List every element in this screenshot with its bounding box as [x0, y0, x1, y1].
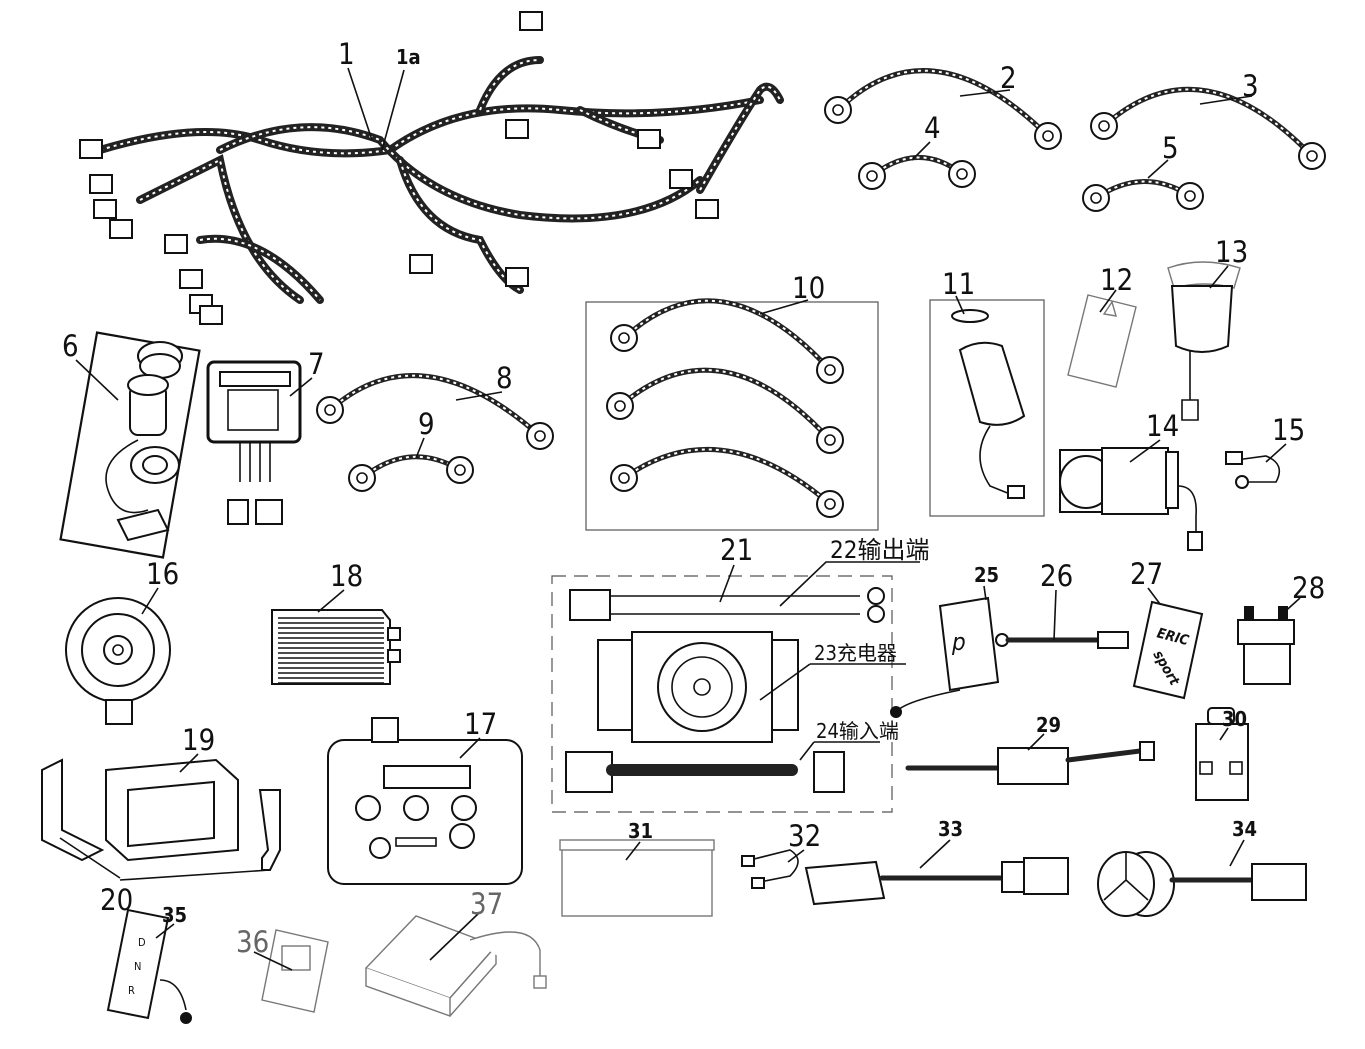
- dnr-n: N: [134, 960, 141, 973]
- cable-part-8: [316, 373, 554, 450]
- charger-part-23: [597, 631, 799, 743]
- cable-part-10c: [610, 447, 844, 518]
- callout-4: 4: [924, 111, 941, 145]
- callout-37: 37: [470, 887, 503, 921]
- cable-part-9: [348, 454, 474, 492]
- callout-31: 31: [628, 819, 653, 843]
- dc-converter-part-7: [206, 360, 302, 525]
- bracket-part-19-20: [41, 758, 281, 881]
- callout-12: 12: [1100, 263, 1133, 297]
- callout-24: 24输入端: [816, 719, 899, 743]
- dnr-d: D: [138, 936, 146, 949]
- callout-26: 26: [1040, 559, 1073, 593]
- callout-17: 17: [464, 707, 497, 741]
- callout-29: 29: [1036, 713, 1061, 737]
- frame-part-11: [929, 299, 1045, 517]
- callout-2: 2: [1000, 61, 1017, 95]
- part-14-relay: [1059, 447, 1203, 551]
- controller-part-18: [271, 609, 401, 685]
- callout-23: 23充电器: [814, 641, 897, 665]
- callout-1: 1: [338, 37, 355, 71]
- cable-part-3: [1090, 86, 1326, 170]
- callout-11: 11: [942, 267, 975, 301]
- callout-1a: 1a: [396, 45, 421, 69]
- callout-21: 21: [720, 533, 753, 567]
- charger-input-cable-24: [565, 751, 845, 793]
- callout-19: 19: [182, 723, 215, 757]
- cable-part-4: [858, 155, 976, 190]
- controller-part-17: [327, 717, 523, 885]
- callout-22: 22输出端: [830, 536, 929, 564]
- key-switch-parts: [105, 341, 183, 542]
- callout-35: 35: [162, 903, 187, 927]
- callout-14: 14: [1146, 409, 1179, 443]
- callout-30: 30: [1222, 707, 1247, 731]
- callout-9: 9: [418, 407, 435, 441]
- callout-25: 25: [974, 563, 999, 587]
- cable-part-10b: [606, 367, 844, 454]
- callout-3: 3: [1242, 69, 1259, 103]
- battery-cables: [316, 68, 1326, 518]
- part-11-switch: [951, 309, 1026, 499]
- callout-5: 5: [1162, 131, 1179, 165]
- callout-13: 13: [1215, 235, 1248, 269]
- callout-15: 15: [1272, 413, 1305, 447]
- cable-part-5: [1082, 179, 1204, 212]
- callout-34: 34: [1232, 817, 1257, 841]
- callout-32: 32: [788, 819, 821, 853]
- callout-18: 18: [330, 559, 363, 593]
- switch-part-29: [905, 741, 1155, 785]
- module-part-37: [364, 915, 547, 1017]
- cable-part-10a: [610, 298, 844, 384]
- callout-8: 8: [496, 361, 513, 395]
- switch-part-25: p: [890, 596, 1000, 718]
- solenoid-part-28: [1237, 606, 1295, 685]
- cable-part-2: [824, 68, 1062, 150]
- badge-part-27: ERIC sport: [1132, 600, 1204, 700]
- callout-27: 27: [1130, 557, 1163, 591]
- charger-output-cable-22: [569, 587, 885, 623]
- horn-part-16: [65, 597, 171, 725]
- connector-part-32: [741, 849, 799, 889]
- callout-36: 36: [236, 925, 269, 959]
- main-wire-harness: [79, 11, 784, 325]
- frame-charger-kit: [551, 575, 893, 813]
- callout-6: 6: [62, 329, 79, 363]
- callout-28: 28: [1292, 571, 1325, 605]
- callout-16: 16: [146, 557, 179, 591]
- module-part-33: [804, 857, 1069, 906]
- callout-7: 7: [308, 347, 325, 381]
- battery-part-31: [559, 839, 715, 917]
- switch-25-marking: p: [951, 628, 966, 656]
- hazard-label-part-12: [1067, 294, 1137, 388]
- callout-10: 10: [792, 271, 825, 305]
- cable-part-26: [995, 631, 1129, 649]
- dnr-r: R: [128, 984, 135, 997]
- callout-20: 20: [100, 883, 133, 917]
- part-15-connector: [1225, 451, 1281, 489]
- gauge-part-34: [1097, 851, 1307, 917]
- dnr-switch-part-35: D N R: [106, 908, 192, 1024]
- callout-33: 33: [938, 817, 963, 841]
- label-part-36: [261, 929, 329, 1013]
- part-13-socket: [1167, 261, 1241, 421]
- leader-lines: [75, 67, 1301, 971]
